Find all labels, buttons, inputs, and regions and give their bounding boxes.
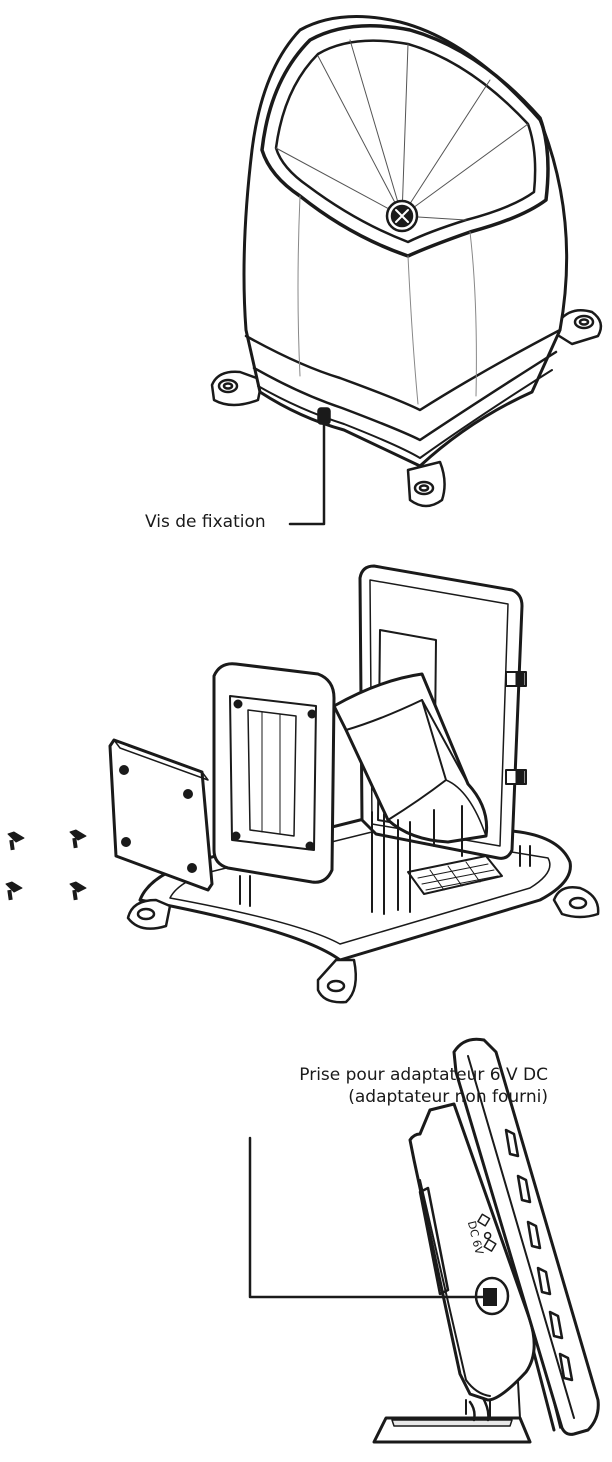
drain-hole (385, 199, 419, 233)
internal-posts (239, 805, 531, 915)
fixing-screw-label: Vis de fixation (145, 512, 266, 532)
funnel-rim-outer (260, 24, 550, 258)
mounting-foot-front (406, 460, 446, 508)
mounting-foot-right (554, 309, 603, 346)
funnel-cover (210, 15, 603, 526)
console-side-buttons (504, 1128, 574, 1382)
side-cover-plate (108, 738, 214, 892)
console-side-slot (418, 1186, 450, 1296)
base-foot-right (552, 886, 600, 919)
fixing-screw-icon (317, 407, 331, 425)
mounting-foot-left (210, 370, 264, 407)
funnel-rim-inner (274, 39, 537, 244)
fixing-screw-leader (288, 422, 326, 526)
body-contour-front (407, 255, 419, 405)
adapter-socket-label: Prise pour adaptateur 6 V DC (adaptateur… (299, 1064, 548, 1108)
body-contour-right (469, 231, 477, 397)
base-band-lower (252, 350, 558, 442)
console-body-rear (419, 1179, 491, 1397)
base-foot-front (316, 958, 357, 1004)
screw-icon-3 (5, 881, 23, 901)
adapter-socket-leader (248, 1136, 486, 1299)
adapter-socket-label-line1: Prise pour adaptateur 6 V DC (299, 1065, 548, 1085)
display-console: DC 6V (248, 1037, 600, 1444)
base-foot-left (126, 898, 172, 930)
sensor-frame (212, 662, 336, 884)
screw-icon-4 (69, 881, 87, 901)
adapter-socket-label-line2: (adaptateur non fourni) (348, 1087, 548, 1107)
base-edge (257, 369, 553, 459)
console-front-bezel-edge (467, 1055, 575, 1419)
body-contour-left (297, 195, 301, 377)
console-body (408, 1102, 536, 1402)
circuit-board (407, 855, 503, 895)
internal-mechanism (5, 564, 600, 1004)
screw-icon-2 (69, 829, 87, 849)
screw-icon-1 (7, 831, 25, 851)
base-band-upper (244, 328, 562, 412)
tipping-bucket (332, 672, 489, 844)
